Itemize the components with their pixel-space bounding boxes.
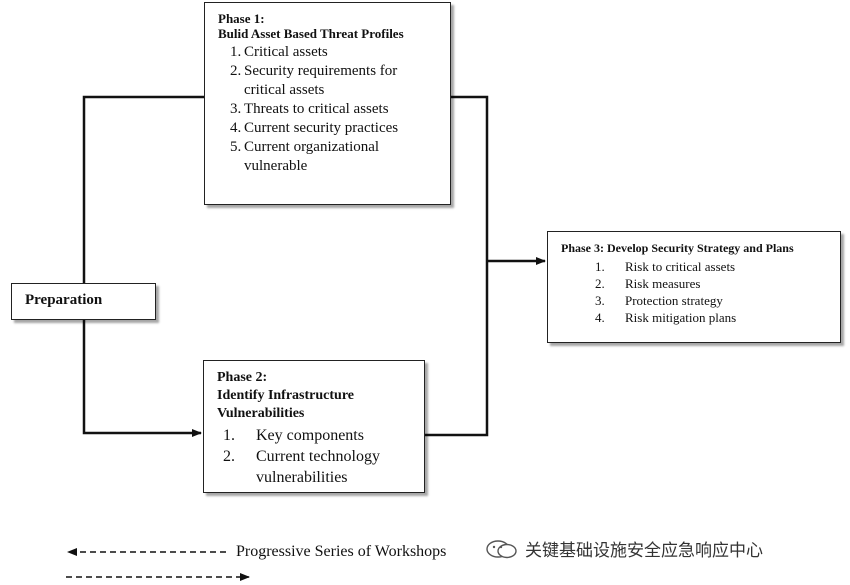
watermark-text: 关键基础设施安全应急响应中心	[525, 541, 763, 561]
phase3-box: Phase 3: Develop Security Strategy and P…	[547, 231, 841, 343]
phase1-title: Bulid Asset Based Threat Profiles	[218, 26, 404, 41]
list-item: 3. Protection strategy	[595, 292, 832, 309]
item-number: 2.	[223, 448, 235, 465]
phase1-list: 1.Critical assets 2.Security requirement…	[218, 43, 440, 176]
legend-label: Progressive Series of Workshops	[236, 543, 447, 560]
wechat-icon	[486, 539, 517, 558]
item-text: Risk to critical assets	[625, 259, 736, 274]
connector-prep-to-phase2	[82, 320, 202, 437]
item-number: 3.	[595, 293, 605, 308]
phase3-title: Phase 3: Develop Security Strategy and P…	[561, 241, 794, 255]
item-text: Current technology vulnerabilities	[256, 448, 380, 486]
item-text: Critical assets	[244, 44, 328, 60]
item-number: 1.	[223, 427, 235, 444]
list-item: 2.Security requirements for critical ass…	[230, 62, 440, 100]
item-number: 5.	[230, 139, 242, 155]
item-text: Current organizational vulnerable	[244, 139, 380, 174]
phase2-list: 1. Key components 2. Current technology vu…	[217, 425, 414, 488]
phase2-title: Identify Infrastructure Vulnerabilities	[217, 388, 355, 421]
item-text: Key components	[256, 427, 364, 444]
phase1-heading: Phase 1:	[218, 11, 265, 26]
item-number: 4.	[230, 120, 242, 136]
item-number: 3.	[230, 101, 242, 117]
phase1-box: Phase 1: Bulid Asset Based Threat Profil…	[204, 2, 451, 205]
preparation-box: Preparation	[11, 283, 156, 320]
list-item: 1. Key components	[223, 425, 414, 446]
list-item: 4.Current security practices	[230, 119, 440, 138]
list-item: 4. Risk mitigation plans	[595, 309, 832, 326]
list-item: 2. Current technology vulnerabilities	[223, 446, 414, 488]
list-item: 1. Risk to critical assets	[595, 258, 832, 275]
item-number: 1.	[595, 259, 605, 274]
list-item: 5.Current organizational vulnerable	[230, 138, 440, 176]
list-item: 3.Threats to critical assets	[230, 100, 440, 119]
watermark: 关键基础设施安全应急响应中心	[485, 536, 763, 561]
item-number: 4.	[595, 310, 605, 325]
item-text: Risk mitigation plans	[625, 310, 737, 325]
item-text: Threats to critical assets	[244, 101, 389, 117]
preparation-label: Preparation	[25, 292, 103, 308]
item-text: Protection strategy	[625, 293, 723, 308]
phase3-list: 1. Risk to critical assets 2. Risk measure…	[561, 258, 832, 326]
connector-prep-to-phase1	[82, 95, 204, 283]
item-text: Risk measures	[625, 276, 701, 291]
item-number: 2.	[230, 63, 242, 79]
list-item: 1.Critical assets	[230, 43, 440, 62]
item-text: Current security practices	[244, 120, 399, 136]
item-number: 1.	[230, 44, 242, 60]
item-number: 2.	[595, 276, 605, 291]
item-text: Security requirements for critical asset…	[244, 63, 398, 98]
connector-phase1-to-merge	[425, 95, 489, 437]
phase2-box: Phase 2: Identify Infrastructure Vulnera…	[203, 360, 425, 493]
list-item: 2. Risk measures	[595, 275, 832, 292]
phase2-heading: Phase 2:	[217, 370, 268, 385]
